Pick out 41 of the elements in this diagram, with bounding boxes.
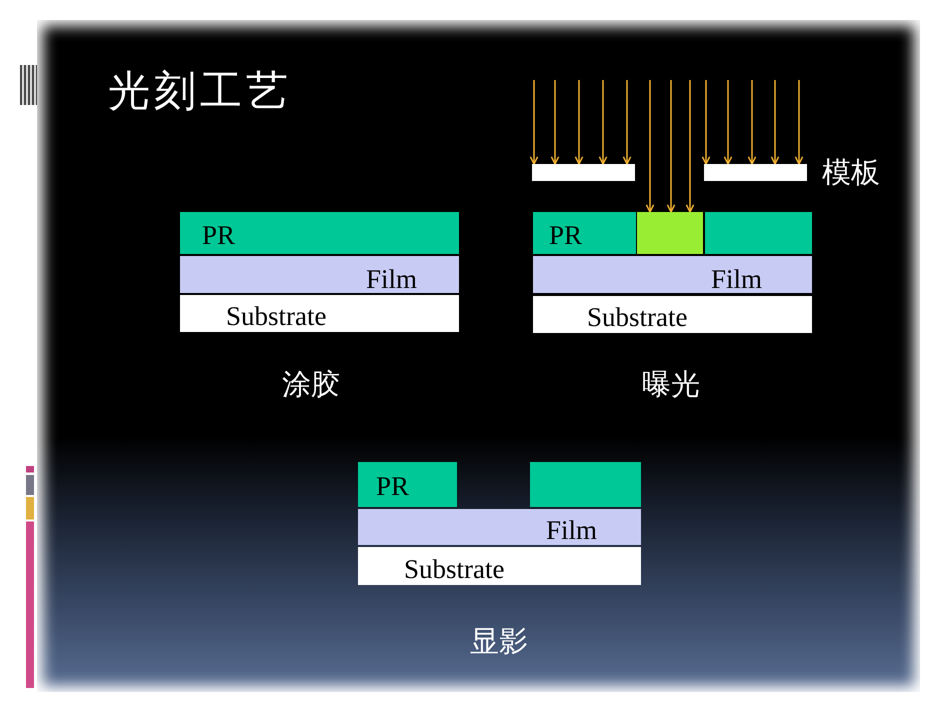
light-ray-arrow bbox=[770, 80, 780, 165]
photoresist-layer bbox=[705, 212, 812, 254]
photoresist-layer bbox=[180, 212, 459, 254]
photoresist-layer bbox=[533, 212, 636, 254]
mask-plate bbox=[704, 164, 807, 181]
step-caption: 显影 bbox=[470, 627, 528, 656]
layer-label: Substrate bbox=[226, 303, 326, 330]
layer-label: PR bbox=[549, 222, 582, 249]
light-ray-arrow bbox=[550, 80, 560, 165]
light-ray-arrow bbox=[666, 80, 676, 213]
light-ray-arrow bbox=[702, 80, 710, 165]
photoresist-layer bbox=[530, 462, 641, 507]
substrate-layer bbox=[533, 296, 812, 333]
step-caption: 涂胶 bbox=[282, 370, 340, 399]
light-ray-arrow bbox=[646, 80, 654, 213]
substrate-layer bbox=[358, 547, 641, 585]
layer-label: Substrate bbox=[587, 304, 688, 331]
step-caption: 曝光 bbox=[642, 370, 700, 399]
photoresist-layer bbox=[358, 462, 457, 507]
layer-label: Substrate bbox=[404, 556, 504, 583]
film-layer bbox=[180, 256, 459, 293]
layer-label: PR bbox=[376, 473, 410, 500]
mask-plate bbox=[532, 164, 635, 181]
film-layer bbox=[533, 256, 812, 293]
mask-label: 模板 bbox=[822, 158, 880, 187]
layer-label: PR bbox=[202, 222, 236, 249]
light-ray-arrow bbox=[794, 80, 804, 165]
light-ray-arrow bbox=[724, 80, 732, 165]
light-ray-arrow bbox=[622, 80, 632, 165]
layer-label: Film bbox=[366, 266, 418, 293]
light-ray-arrow bbox=[686, 80, 694, 213]
light-ray-arrow bbox=[574, 80, 584, 165]
layer-label: Film bbox=[711, 266, 762, 293]
exposed-region bbox=[637, 212, 703, 254]
light-ray-arrow bbox=[530, 80, 538, 165]
film-layer bbox=[358, 509, 641, 545]
light-ray-arrow bbox=[598, 80, 608, 165]
slide-title: 光刻工艺 bbox=[108, 70, 292, 112]
layer-label: Film bbox=[546, 517, 598, 544]
substrate-layer bbox=[180, 295, 459, 332]
light-ray-arrow bbox=[748, 80, 756, 165]
